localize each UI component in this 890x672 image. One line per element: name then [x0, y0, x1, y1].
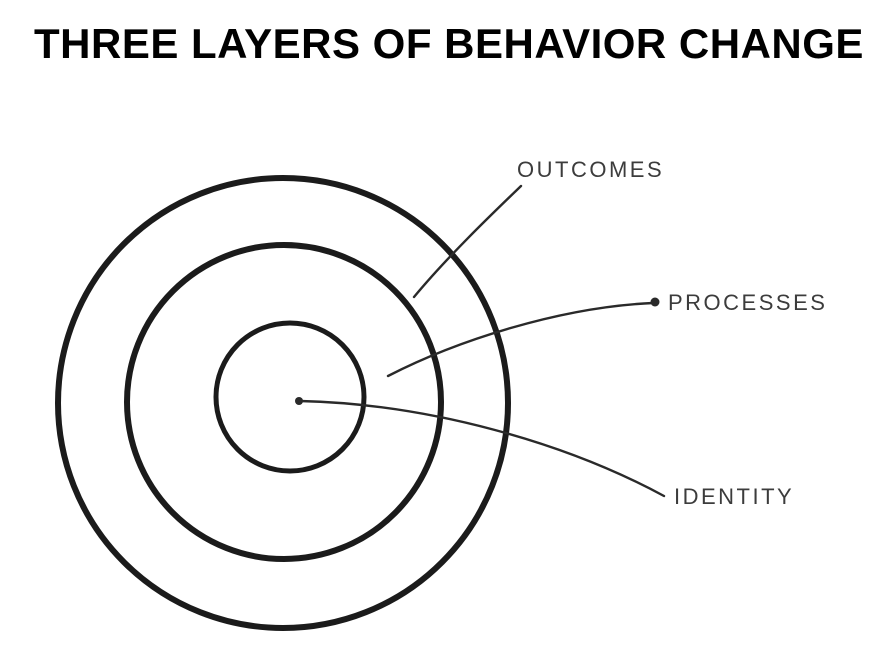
outcomes-connector-line	[412, 184, 523, 299]
page-title: THREE LAYERS OF BEHAVIOR CHANGE	[34, 20, 864, 67]
processes-connector-line	[386, 301, 655, 378]
processes-label: PROCESSES	[668, 290, 828, 315]
processes-connector-dot	[650, 297, 660, 307]
processes-circle	[124, 242, 444, 562]
identity-connector-line	[298, 399, 666, 498]
identity-label: IDENTITY	[674, 484, 795, 509]
outcomes-circle	[55, 175, 511, 631]
identity-circle	[213, 320, 367, 474]
outcomes-label: OUTCOMES	[517, 157, 665, 182]
